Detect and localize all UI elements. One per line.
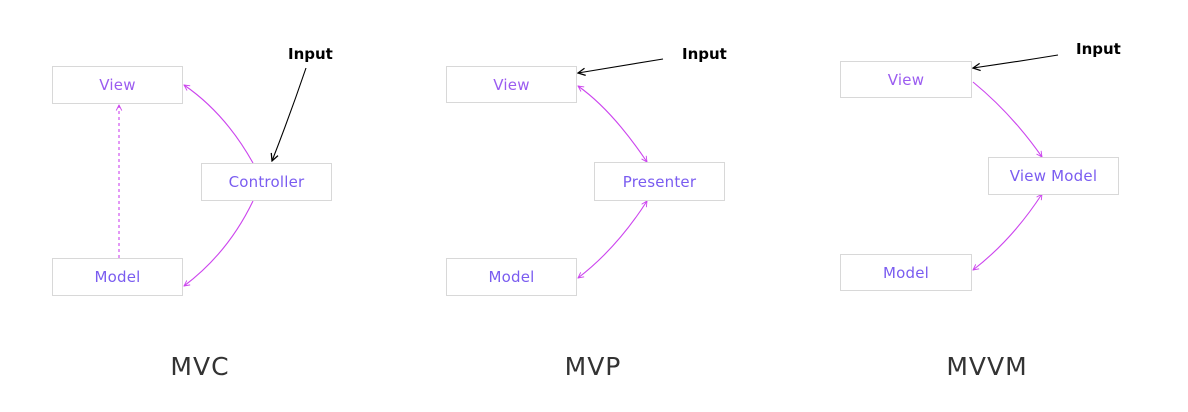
mvvm-viewmodel-box: View Model xyxy=(988,157,1119,195)
mvp-model-box: Model xyxy=(446,258,577,296)
mvc-controller-box: Controller xyxy=(201,163,332,201)
mvc-view-box: View xyxy=(52,66,183,104)
mvvm-view-to-viewmodel-arrow xyxy=(972,81,1042,157)
mvc-controller-label: Controller xyxy=(228,173,305,191)
mvc-view-label: View xyxy=(99,76,136,94)
mvp-presenter-box: Presenter xyxy=(594,162,725,201)
mvvm-model-label: Model xyxy=(882,263,930,282)
mvp-view-presenter-arrow xyxy=(578,86,647,162)
mvc-model-box: Model xyxy=(52,258,183,296)
mvc-input-arrow xyxy=(272,67,307,161)
mvp-view-box: View xyxy=(446,66,577,103)
mvc-controller-to-model-arrow xyxy=(184,200,254,286)
mvc-controller-to-view-arrow xyxy=(184,85,254,164)
mvvm-view-label: View xyxy=(887,70,925,89)
mvc-caption: MVC xyxy=(170,352,230,381)
mvp-input-label: Input xyxy=(682,45,727,63)
mvc-model-label: Model xyxy=(94,268,141,286)
mvvm-model-box: Model xyxy=(840,254,972,291)
mvvm-viewmodel-model-arrow xyxy=(973,194,1042,270)
mvc-input-label: Input xyxy=(288,45,333,63)
mvp-input-arrow xyxy=(578,58,664,73)
mvvm-viewmodel-label: View Model xyxy=(1009,167,1098,185)
mvvm-input-label: Input xyxy=(1076,40,1121,58)
mvvm-view-box: View xyxy=(840,61,972,98)
mvvm-caption: MVVM xyxy=(946,352,1028,381)
mvp-presenter-model-arrow xyxy=(578,201,647,278)
mvp-model-label: Model xyxy=(488,268,535,286)
mvp-view-label: View xyxy=(493,75,530,94)
mvp-caption: MVP xyxy=(564,352,622,381)
mvp-presenter-label: Presenter xyxy=(622,172,697,191)
mvvm-input-arrow xyxy=(973,54,1059,68)
